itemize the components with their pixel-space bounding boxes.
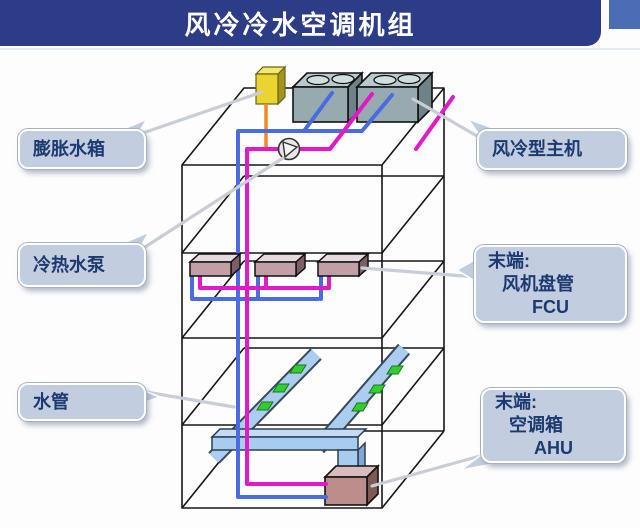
callout-expansion-tank-label: 膨胀水箱	[33, 138, 105, 159]
callout-fcu-line2: 风机盘管	[502, 273, 574, 294]
chiller-unit-1-icon	[291, 71, 364, 124]
ahu-unit-icon	[323, 464, 380, 507]
callout-fcu: 末端: 风机盘管 FCU	[474, 245, 627, 323]
fcu-units-icon	[188, 252, 370, 278]
callout-water-pipe-label: 水管	[33, 391, 69, 412]
callout-ahu-line1: 末端:	[495, 392, 537, 412]
leader-lines	[138, 90, 482, 488]
callout-chiller: 风冷型主机	[477, 129, 627, 170]
callout-fcu-line3: FCU	[532, 296, 569, 317]
expansion-tank-icon	[254, 65, 287, 106]
callout-tails	[111, 117, 507, 471]
return-pipe-magenta-icon	[198, 92, 455, 486]
callout-ahu: 末端: 空调箱 AHU	[481, 388, 626, 463]
callout-ahu-line3: AHU	[534, 438, 573, 458]
fcu-unit-2-icon	[253, 252, 307, 278]
pump-symbol-icon	[277, 137, 301, 161]
callout-fcu-line1: 末端:	[488, 250, 530, 271]
title-banner: 风冷冷水空调机组	[0, 0, 601, 46]
page-title: 风冷冷水空调机组	[184, 9, 417, 40]
banner-underline	[0, 48, 640, 50]
callout-ahu-line2: 空调箱	[509, 415, 563, 435]
callout-chiller-label: 风冷型主机	[492, 139, 582, 159]
air-diffusers-icon	[256, 364, 404, 412]
callout-water-pipe: 水管	[18, 383, 146, 421]
fcu-unit-1-icon	[188, 252, 242, 278]
callout-pump: 冷热水泵	[18, 243, 146, 287]
fcu-unit-3-icon	[316, 252, 370, 278]
corner-accent	[609, 0, 640, 29]
callout-expansion-tank: 膨胀水箱	[18, 129, 146, 169]
callout-pump-label: 冷热水泵	[33, 254, 105, 275]
